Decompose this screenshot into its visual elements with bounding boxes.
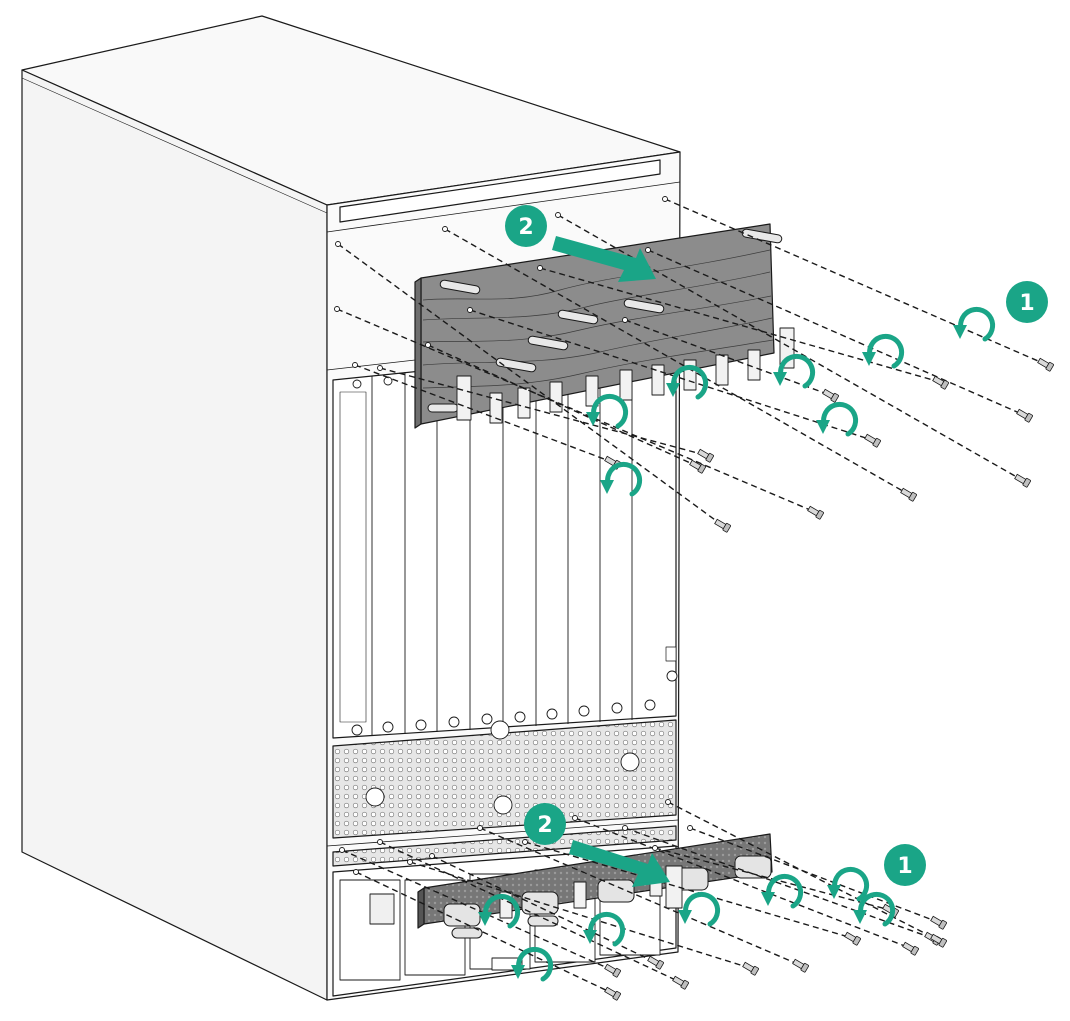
screw-removal-path	[444, 228, 909, 495]
counterclockwise-rotate-arrow-icon	[816, 401, 859, 437]
captive-screw-icon	[714, 518, 731, 533]
counterclockwise-rotate-arrow-icon	[862, 333, 905, 369]
screw-hole	[477, 825, 483, 831]
screw-hole	[522, 839, 528, 845]
counterclockwise-rotate-arrow-icon	[761, 873, 804, 909]
captive-screw-icon	[930, 915, 947, 930]
captive-screw-icon	[807, 505, 824, 520]
chassis-side	[21, 69, 328, 1001]
screw-hole	[353, 869, 359, 875]
pull-direction-arrow-icon	[569, 840, 670, 887]
captive-screw-icon	[900, 487, 917, 502]
screw-removal-path	[689, 827, 939, 923]
step-label: 2	[537, 813, 552, 838]
counterclockwise-rotate-arrow-icon	[773, 353, 816, 389]
counterclockwise-rotate-arrow-icon	[827, 866, 870, 902]
captive-screw-icon	[604, 963, 621, 978]
counterclockwise-rotate-arrow-icon	[600, 461, 643, 497]
captive-screw-icon	[647, 955, 664, 970]
captive-screw-icon	[864, 433, 881, 448]
upper-panel-handles	[427, 228, 783, 413]
card-slots	[339, 351, 633, 736]
screw-hole	[425, 342, 431, 348]
screw-hole	[429, 853, 435, 859]
screw-removal-path	[557, 214, 1023, 481]
upper-cable-management-panel	[414, 223, 795, 429]
captive-screw-icon	[1014, 473, 1031, 488]
screw-hole	[334, 306, 340, 312]
captive-screw-icon	[1016, 408, 1033, 423]
captive-screw-icon	[742, 961, 759, 976]
screw-hole	[467, 307, 473, 313]
screws	[334, 196, 1054, 1001]
captive-screw-icon	[697, 448, 714, 463]
screw-hole	[622, 317, 628, 323]
captive-screw-icon	[844, 931, 861, 946]
step-label: 2	[518, 215, 533, 240]
screw-hole	[645, 247, 651, 253]
screw-removal-path	[336, 308, 816, 513]
screw-hole	[335, 241, 341, 247]
screw-hole	[442, 226, 448, 232]
step-callout-upper-2: 2	[505, 205, 547, 247]
captive-screw-icon	[604, 986, 621, 1001]
screw-removal-path	[354, 364, 613, 463]
screw-removal-path	[647, 249, 1025, 416]
captive-screw-icon	[902, 941, 919, 956]
screw-hole	[377, 839, 383, 845]
screw-removal-path	[664, 198, 1046, 365]
screw-removal-path	[624, 827, 933, 939]
captive-screw-icon	[822, 388, 839, 403]
screw-hole	[377, 365, 383, 371]
screw-hole	[665, 799, 671, 805]
screw-removal-path	[379, 367, 706, 456]
captive-screw-icon	[1037, 357, 1054, 372]
top-slot	[339, 159, 661, 223]
counterclockwise-rotate-arrow-icon	[853, 891, 896, 927]
screw-removal-path	[355, 871, 613, 994]
screw-hole	[352, 362, 358, 368]
counterclockwise-rotate-arrow-icon	[478, 893, 521, 929]
screw-removal-path	[624, 319, 831, 396]
captive-screw-icon	[930, 933, 947, 948]
screw-removal-paths	[336, 198, 1046, 994]
rotate-arrows	[478, 306, 996, 982]
captive-screw-icon	[792, 958, 809, 973]
screw-removal-path	[469, 309, 873, 441]
screw-hole	[687, 825, 693, 831]
screw-hole	[339, 847, 345, 853]
screw-hole	[622, 825, 628, 831]
step-label: 1	[897, 854, 912, 879]
counterclockwise-rotate-arrow-icon	[666, 364, 709, 400]
counterclockwise-rotate-arrow-icon	[511, 946, 554, 982]
upper-panel-cable-clips	[456, 327, 795, 424]
screw-removal-path	[479, 827, 801, 966]
counterclockwise-rotate-arrow-icon	[586, 393, 629, 429]
vent-panel	[332, 719, 677, 839]
screw-removal-path	[427, 344, 698, 467]
screw-hole	[572, 815, 578, 821]
card-screws	[351, 376, 678, 736]
captive-screw-icon	[932, 375, 949, 390]
captive-screw-icon	[689, 459, 706, 474]
counterclockwise-rotate-arrow-icon	[678, 891, 721, 927]
screw-removal-path	[379, 841, 681, 983]
screw-hole	[652, 845, 658, 851]
screw-removal-path	[524, 841, 853, 939]
pull-direction-arrow-icon	[552, 236, 656, 282]
step-label: 1	[1019, 291, 1034, 316]
captive-screw-icon	[672, 975, 689, 990]
step-callout-lower-1: 1	[884, 844, 926, 886]
counterclockwise-rotate-arrow-icon	[583, 911, 626, 947]
screw-hole	[407, 859, 413, 865]
screw-hole	[662, 196, 668, 202]
step-callout-upper-1: 1	[1006, 281, 1048, 323]
screw-hole	[537, 265, 543, 271]
step-callout-lower-2: 2	[524, 803, 566, 845]
counterclockwise-rotate-arrow-icon	[953, 306, 996, 342]
screw-hole	[555, 212, 561, 218]
